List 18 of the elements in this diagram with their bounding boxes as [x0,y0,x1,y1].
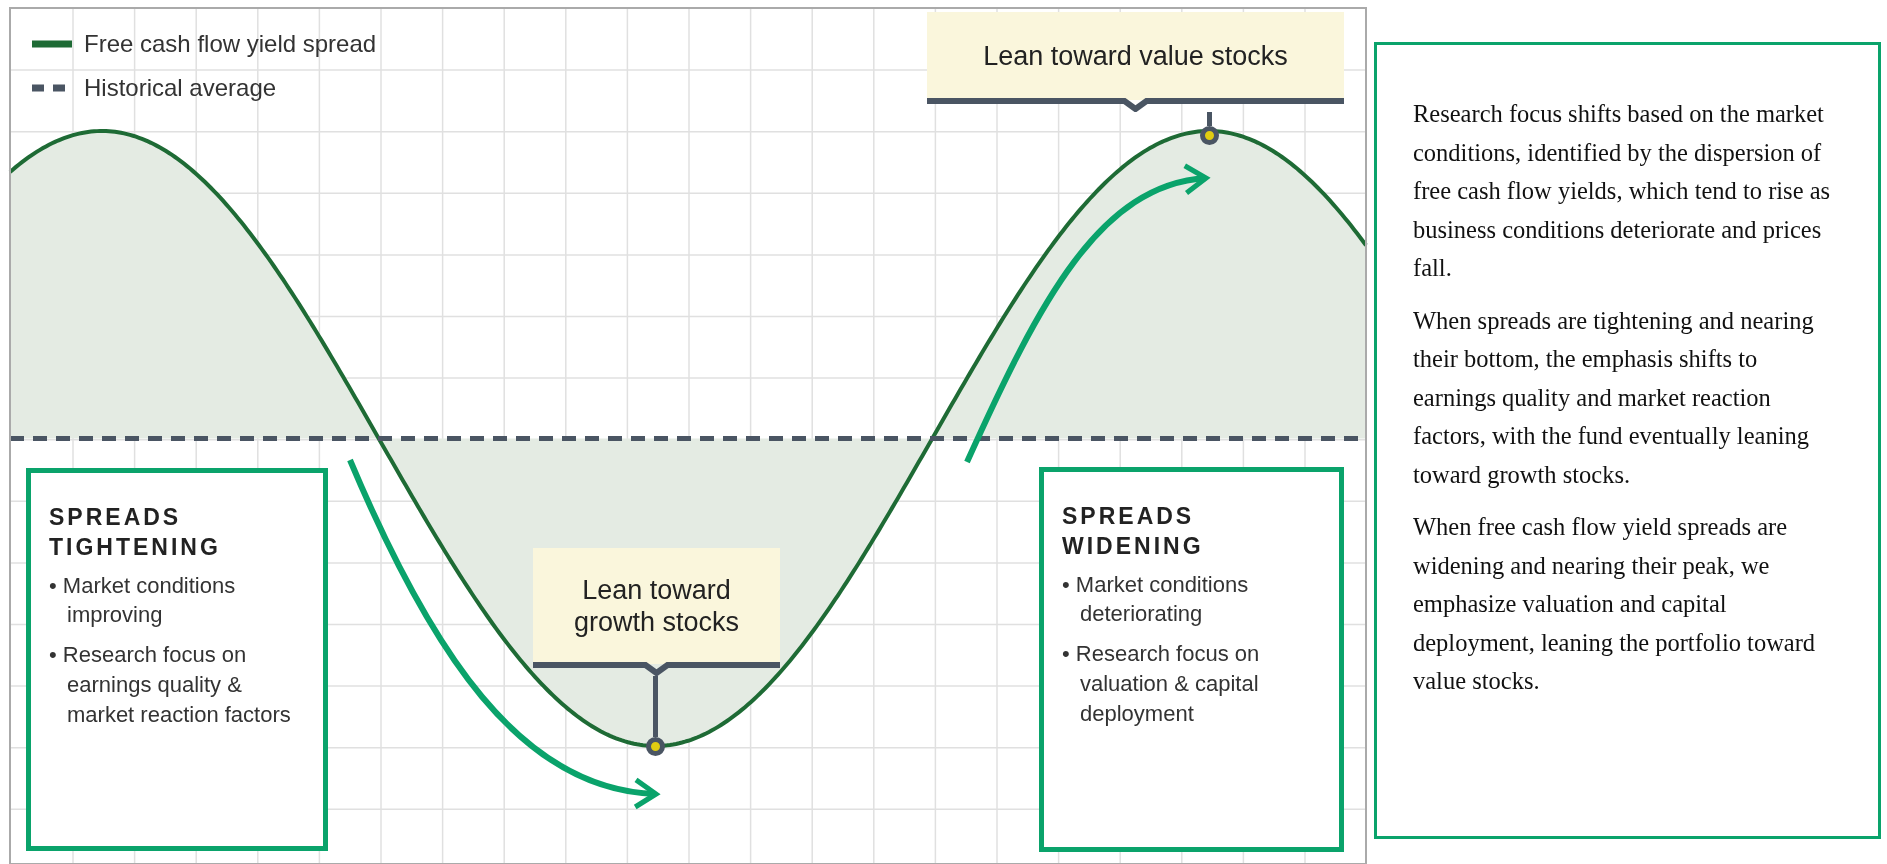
phase-card [1039,467,1344,852]
bullet-text: • Research focus on valuation & capital deployment [1062,640,1261,728]
callout-box [927,12,1344,112]
legend-label: Historical average [84,74,277,102]
paragraph: When free cash flow yield spreads are widening and nearing their peak, we emphasize valuation and capital deployment, leaning the portfolio toward value stocks. [1413,512,1817,696]
phase-card [26,468,328,851]
bullet-text: • Market conditions deteriorating [1062,570,1250,629]
text-panel [1374,42,1881,839]
bullet-text: • Research focus on earnings quality & market reaction factors [49,641,292,729]
card-heading: SPREADS TIGHTENING [49,503,222,562]
callout-text: Lean toward value stocks [983,39,1288,73]
paragraph: When spreads are tightening and nearing their bottom, the emphasis shifts to earnings quality and market reaction factors, with the fund eventually leaning toward growth stocks. [1413,305,1815,490]
callout-box [533,548,780,676]
paragraph: Research focus shifts based on the market conditions, identified by the dispersion of free cash flow yields, which tend to rise as business conditions deteriorate and prices fall. [1413,99,1832,283]
card-heading: SPREADS WIDENING [1062,502,1205,561]
callout-text: Lean toward growth stocks [572,573,741,639]
legend-label: Free cash flow yield spread [84,30,377,58]
bullet-text: • Market conditions improving [49,571,237,630]
